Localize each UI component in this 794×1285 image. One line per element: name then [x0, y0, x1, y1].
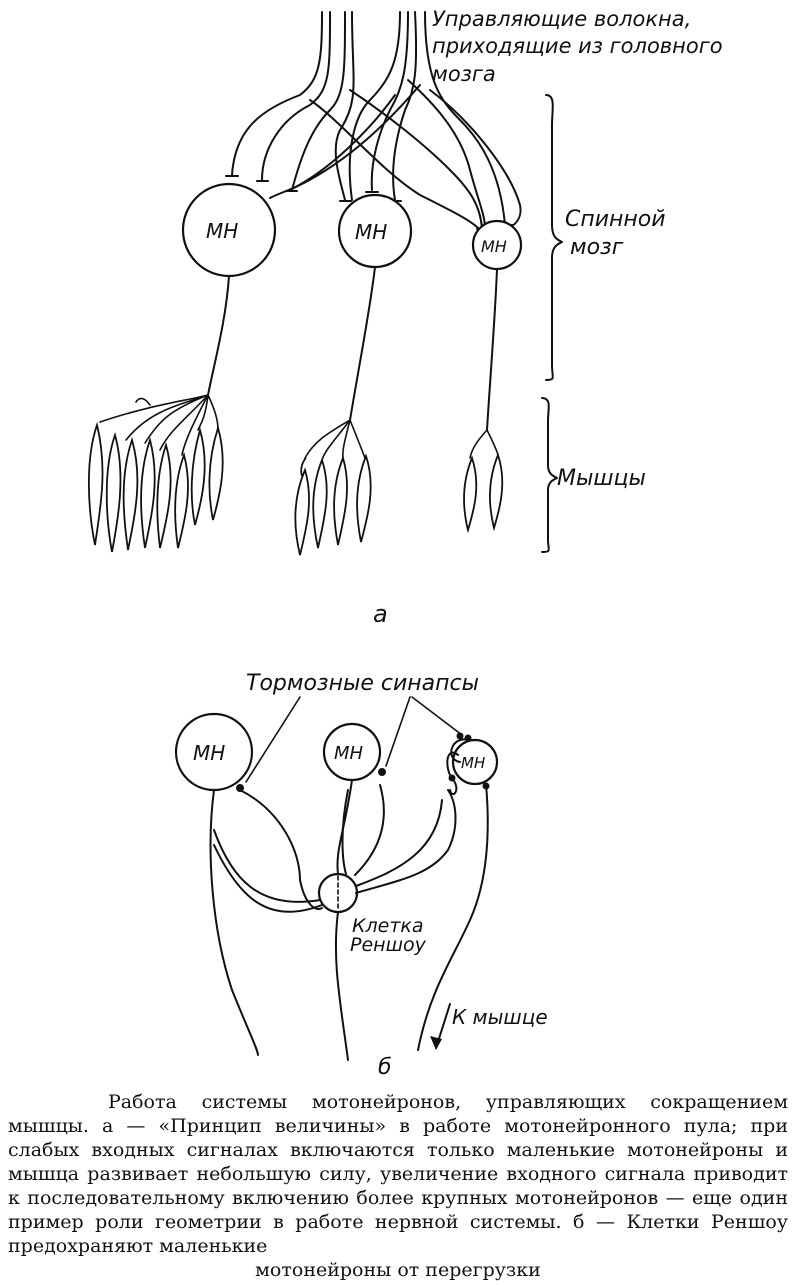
axon-branches	[99, 394, 499, 461]
motoneuron-large-label: МН	[206, 219, 238, 243]
panel-a: МН МН МН	[87, 7, 723, 628]
spinal-cord-bracket	[545, 94, 563, 381]
figure-caption: Работа системы мотонейронов, управляющих…	[8, 1090, 788, 1282]
spinal-cord-label-line2: мозг	[570, 235, 624, 260]
inhibitory-synapses-label: Тормозные синапсы	[246, 671, 479, 696]
caption-body: Работа системы мотонейронов, управляющих…	[8, 1091, 788, 1257]
b-motoneuron-medium-label: МН	[334, 743, 364, 764]
panel-b-letter: б	[378, 1055, 392, 1080]
input-fibers-label-line1: Управляющие волокна,	[432, 7, 691, 31]
motoneuron-medium-label: МН	[355, 220, 387, 244]
muscle-fibers-large-unit	[87, 421, 224, 553]
b-motoneuron-small-label: МН	[461, 754, 485, 772]
input-fibers-label-line2: приходящие из головного	[432, 34, 723, 58]
renshaw-label-line2: Реншоу	[350, 934, 427, 956]
muscle-fibers-small-unit	[463, 452, 504, 534]
muscle-fibers-medium-unit	[294, 453, 372, 556]
muscles-label: Мышцы	[557, 466, 646, 491]
panel-b: Тормозные синапсы МН МН МН	[174, 671, 548, 1080]
b-motoneuron-large-label: МН	[193, 741, 225, 765]
control-fibers	[231, 11, 522, 229]
inhibitory-synapse-dots	[236, 732, 490, 792]
b-axons	[209, 738, 489, 1061]
axons	[207, 266, 498, 431]
synapse-pointer-lines	[245, 696, 463, 783]
motoneuron-small-label: МН	[481, 237, 507, 256]
input-fibers-label-line3: мозга	[432, 62, 496, 86]
motoneuron-figure: МН МН МН	[87, 7, 723, 1080]
caption-last-line: мотонейроны от перегрузки	[255, 1259, 541, 1281]
to-muscle-label: К мышце	[452, 1005, 548, 1029]
muscles-bracket	[541, 397, 558, 553]
to-muscle-arrow	[430, 1003, 451, 1050]
b-motoneuron-small	[451, 738, 499, 786]
spinal-cord-label-line1: Спинной	[565, 207, 666, 232]
renshaw-label-line1: Клетка	[352, 915, 424, 937]
panel-a-letter: а	[373, 600, 388, 628]
